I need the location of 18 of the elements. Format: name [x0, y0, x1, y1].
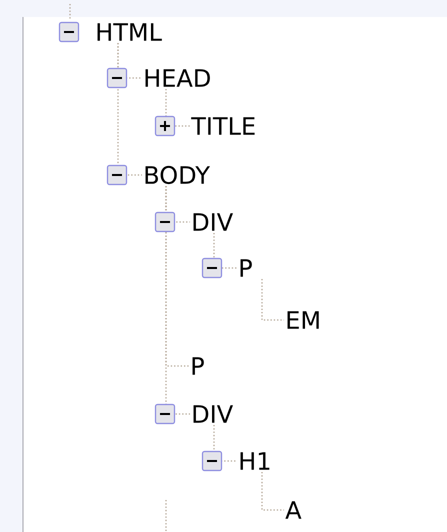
tree-item-label: EM — [288, 311, 319, 329]
tree-connector — [165, 89, 190, 127]
tree-connector — [213, 425, 237, 462]
tree-item-label: P — [240, 259, 252, 277]
tree-connector — [165, 186, 190, 415]
tree-item-label: DIV — [194, 405, 233, 423]
tree-item-label: P — [192, 357, 204, 375]
tree-item-label: BODY — [146, 166, 210, 184]
tree-connector — [261, 472, 284, 511]
tree-connector — [261, 279, 284, 321]
tree-item-label: HTML — [98, 23, 162, 41]
tree-item-label: A — [285, 501, 302, 519]
tree-item-label: DIV — [194, 213, 233, 231]
tree-item-label: H1 — [240, 452, 270, 470]
tree-item-label: HEAD — [146, 69, 210, 87]
tree-item-label: TITLE — [191, 117, 255, 135]
tree-connector — [213, 233, 237, 269]
tree-connector — [117, 43, 142, 176]
